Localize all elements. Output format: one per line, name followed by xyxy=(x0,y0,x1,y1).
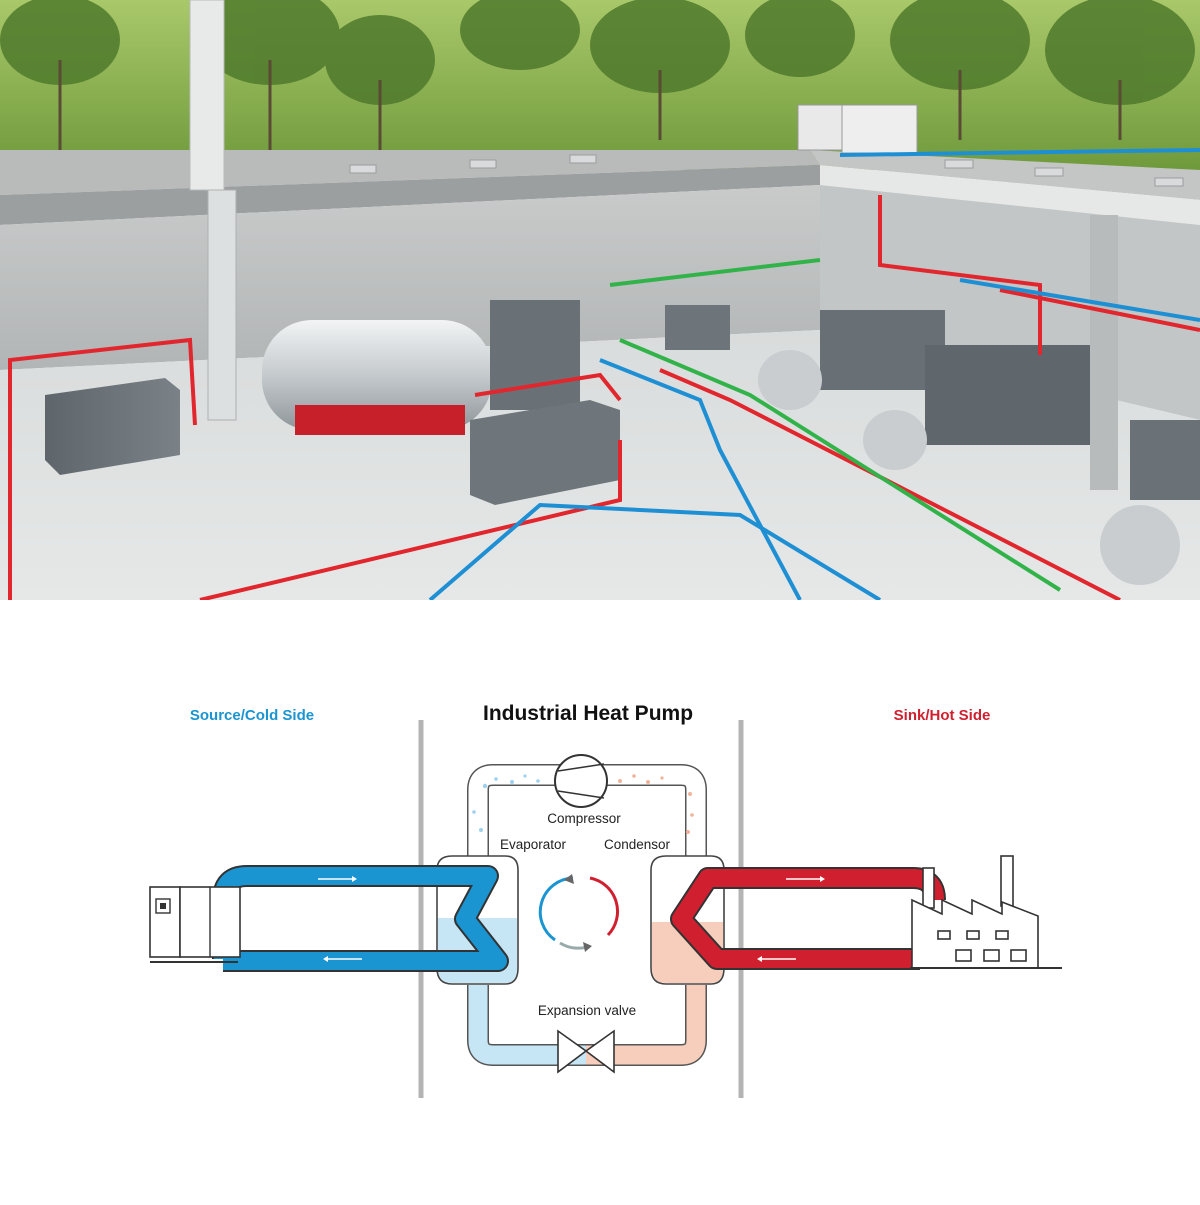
evaporator-label: Evaporator xyxy=(500,837,567,852)
cold-vapour-bubbles xyxy=(472,774,540,832)
back-wall xyxy=(0,185,820,370)
source-cold-side-label: Source/Cold Side xyxy=(190,707,314,724)
roof-unit-2 xyxy=(841,104,918,154)
compressor-left xyxy=(45,378,180,475)
expansion-valve-label: Expansion valve xyxy=(538,1003,636,1018)
plant-room-illustration xyxy=(0,0,1200,600)
roof-right xyxy=(810,150,1200,200)
sink-hot-side-label: Sink/Hot Side xyxy=(894,707,991,724)
compressor-label: Compressor xyxy=(547,811,621,826)
boiler-panel xyxy=(490,300,580,410)
compressor-right-2 xyxy=(925,345,1090,445)
blower-2 xyxy=(863,410,927,470)
column xyxy=(1090,215,1118,490)
blower-1 xyxy=(758,350,822,410)
flue-pipe xyxy=(207,189,237,421)
diagram-title: Industrial Heat Pump xyxy=(483,702,693,725)
roof-edge xyxy=(0,165,820,225)
cycle-arrows xyxy=(538,874,620,952)
boiler-base xyxy=(295,405,465,435)
expansion-valve xyxy=(557,1029,615,1074)
roof-right-edge xyxy=(820,165,1200,225)
compressor xyxy=(554,754,608,808)
plant-room-svg xyxy=(0,0,1200,600)
boiler-tank xyxy=(262,320,492,430)
blower-3 xyxy=(1100,505,1180,585)
heat-pump-unit xyxy=(470,400,620,505)
compressor-right-1 xyxy=(820,310,945,390)
factory-icon xyxy=(910,855,1062,969)
roof-unit-1 xyxy=(797,104,849,151)
hot-vapour-bubbles xyxy=(618,774,694,834)
heat-pump-diagram: Source/Cold Side Industrial Heat Pump Si… xyxy=(0,600,1200,1200)
roof-vents xyxy=(349,154,1184,187)
heat-pump-diagram-svg: Source/Cold Side Industrial Heat Pump Si… xyxy=(149,702,1062,1098)
pipes xyxy=(8,148,1200,600)
compressor-small xyxy=(665,305,730,350)
source-compressor-cabinet xyxy=(149,886,241,963)
condensor-label: Condensor xyxy=(604,837,671,852)
trees xyxy=(0,0,1195,105)
tree-trunks xyxy=(58,60,1122,150)
chimney xyxy=(189,0,225,191)
compressor-right-3 xyxy=(1130,420,1200,500)
